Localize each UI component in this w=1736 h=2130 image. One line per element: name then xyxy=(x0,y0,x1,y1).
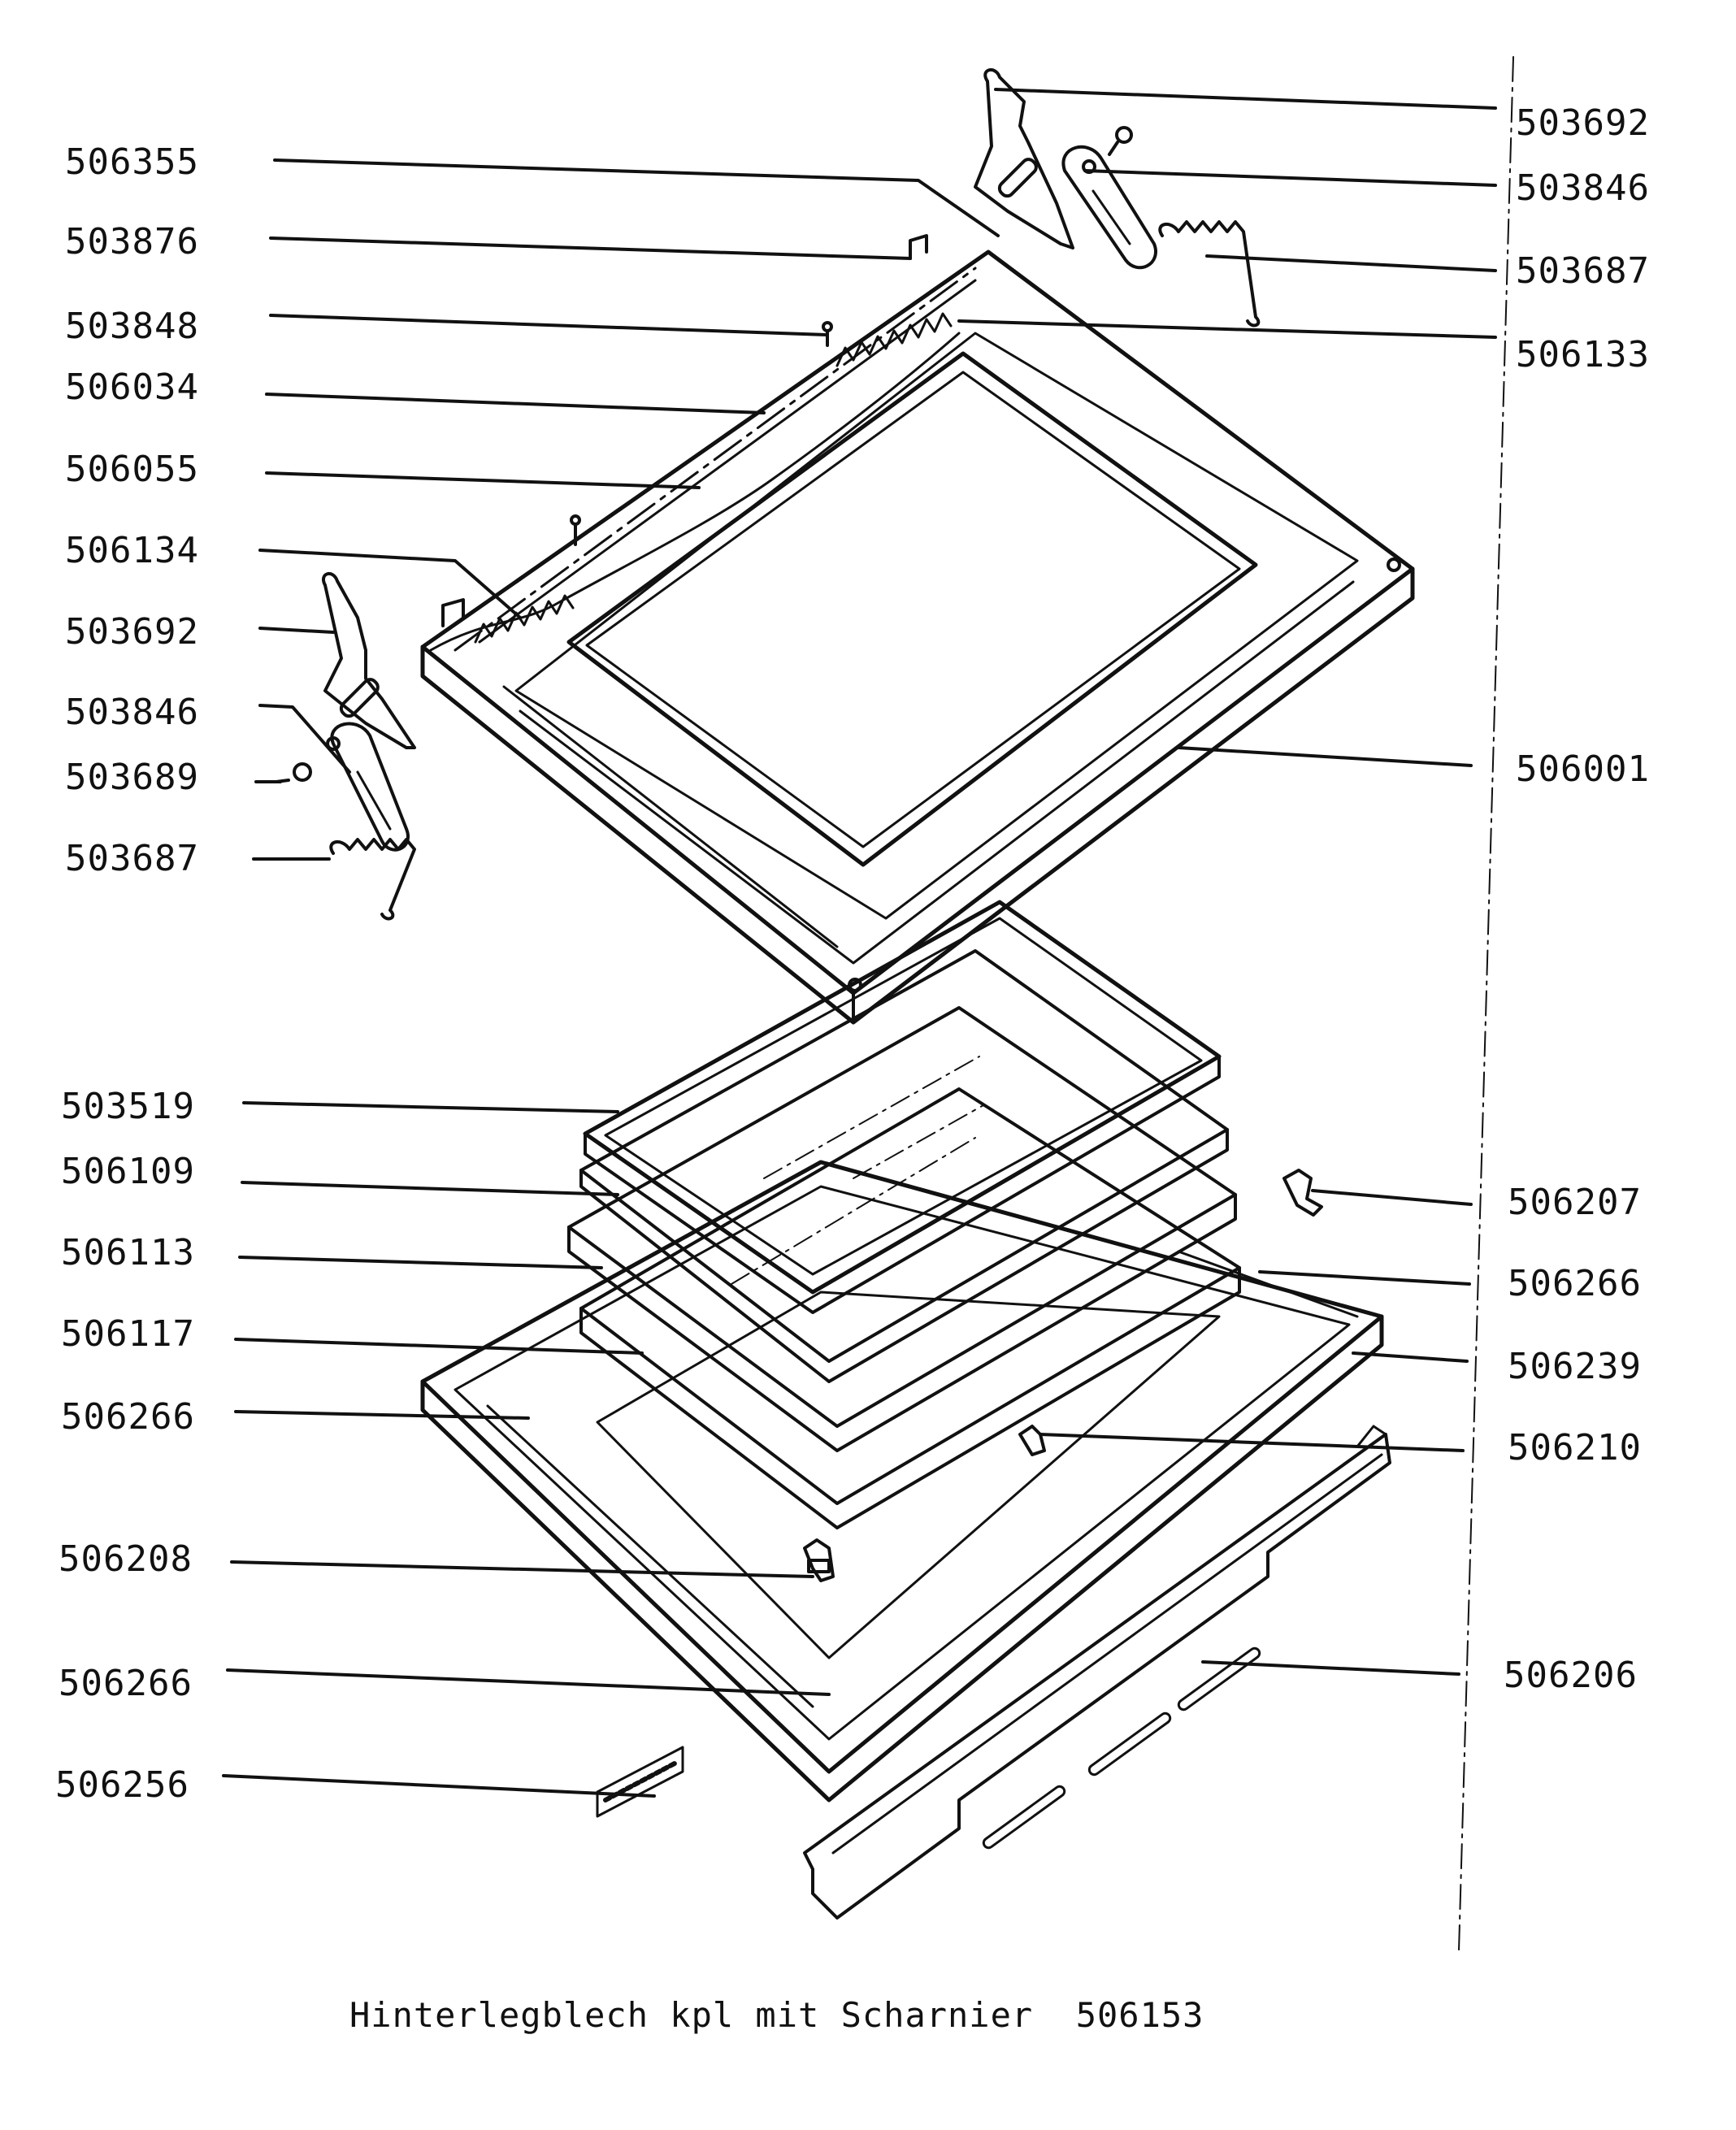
hinge-lever-503846-right xyxy=(1061,145,1157,270)
label-506117: 506117 xyxy=(61,1313,195,1355)
door-frame-506001 xyxy=(420,249,1415,1025)
label-506055: 506055 xyxy=(65,449,199,490)
spring-503687-right xyxy=(1158,220,1261,328)
inner-frame-503519 xyxy=(583,900,1222,1314)
label-503519: 503519 xyxy=(61,1086,195,1127)
spring-503687-left xyxy=(329,838,416,921)
label-503846-left: 503846 xyxy=(65,692,199,733)
glass-pane-506109 xyxy=(579,949,1229,1383)
hinge-plate-503692-left xyxy=(322,572,416,749)
label-503692-right: 503692 xyxy=(1516,102,1650,144)
label-506266-right: 506266 xyxy=(1508,1263,1642,1304)
label-506133: 506133 xyxy=(1516,334,1650,375)
clip-503876-left xyxy=(441,598,465,627)
drawing-caption: Hinterlegblech kpl mit Scharnier 506153 xyxy=(349,1995,1204,2035)
label-506134: 506134 xyxy=(65,530,199,571)
clip-506210 xyxy=(1018,1425,1046,1456)
pin-small xyxy=(570,514,581,546)
seal-506113 xyxy=(567,1006,1237,1452)
clip-506207 xyxy=(1282,1169,1323,1217)
label-506256: 506256 xyxy=(55,1764,189,1806)
right-reference-line xyxy=(1458,56,1514,1951)
label-503848: 503848 xyxy=(65,306,199,347)
rating-plate-506256 xyxy=(596,1746,684,1818)
spring-506133 xyxy=(835,312,953,367)
spring-506134 xyxy=(474,594,575,644)
hinge-lever-503846-left xyxy=(326,722,410,852)
glass-506117 xyxy=(579,1087,1241,1529)
outer-tray-506239 xyxy=(420,1160,1384,1802)
label-506239: 506239 xyxy=(1508,1346,1642,1387)
screw-503689-right xyxy=(1108,126,1133,156)
label-503687-right: 503687 xyxy=(1516,250,1650,292)
clip-503876-right xyxy=(909,234,928,260)
caption-text: Hinterlegblech kpl mit Scharnier xyxy=(349,1995,1034,2035)
label-506001: 506001 xyxy=(1516,748,1650,790)
label-506207: 506207 xyxy=(1508,1182,1642,1223)
hinge-rod-506034 xyxy=(454,267,977,652)
label-503876: 503876 xyxy=(65,221,199,262)
label-506034: 506034 xyxy=(65,367,199,408)
label-503687-left: 503687 xyxy=(65,838,199,879)
label-503689: 503689 xyxy=(65,757,199,798)
leader-lines-left xyxy=(222,158,1000,1798)
label-506266-left-1: 506266 xyxy=(61,1396,195,1438)
label-506210: 506210 xyxy=(1508,1427,1642,1468)
label-506208: 506208 xyxy=(59,1538,193,1580)
caption-part-number: 506153 xyxy=(1075,1995,1204,2035)
label-506206: 506206 xyxy=(1504,1655,1638,1696)
label-506109: 506109 xyxy=(61,1151,195,1192)
glass-reflection-lines xyxy=(731,1056,984,1285)
label-503846-right: 503846 xyxy=(1516,167,1650,209)
label-506266-left-2: 506266 xyxy=(59,1663,193,1704)
screw-503689-left xyxy=(275,762,312,783)
label-503692-left: 503692 xyxy=(65,611,199,653)
leader-lines-right xyxy=(957,88,1497,1676)
gasket-506266 xyxy=(486,1250,1359,1708)
label-506113: 506113 xyxy=(61,1232,195,1273)
clip-506208 xyxy=(803,1538,835,1582)
bottom-rail-506206 xyxy=(803,1425,1391,1920)
label-506355: 506355 xyxy=(65,141,199,183)
hinge-plate-503692-right xyxy=(974,68,1074,249)
